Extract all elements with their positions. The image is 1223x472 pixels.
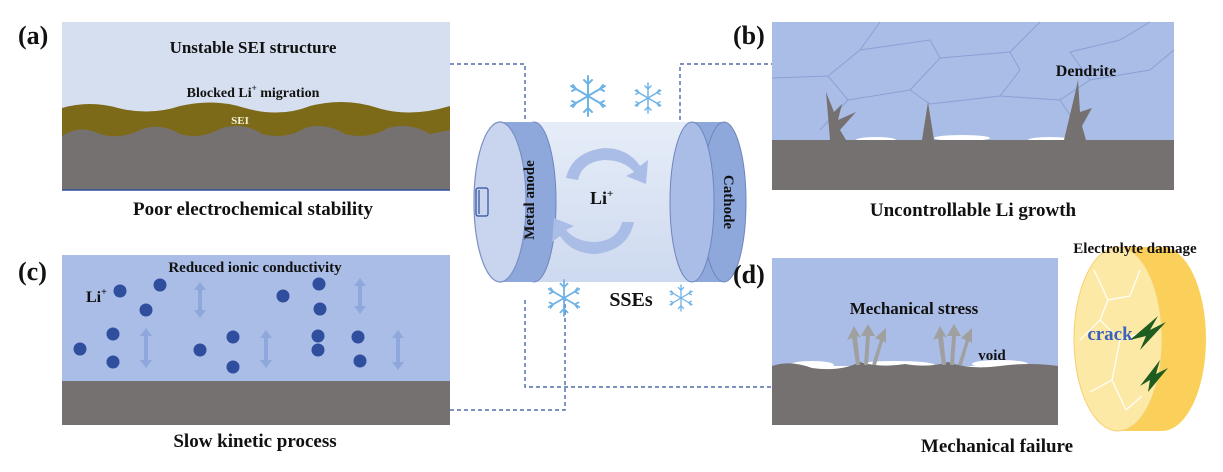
snowflake-icon bbox=[634, 82, 662, 114]
sse-label: SSEs bbox=[609, 289, 653, 311]
lithium-metal-c bbox=[62, 381, 450, 425]
crack-label: crack bbox=[1087, 324, 1133, 345]
connector-d bbox=[524, 300, 772, 388]
panel-c-background bbox=[62, 255, 450, 381]
li-ion bbox=[351, 330, 365, 344]
crack-bolt-1 bbox=[1130, 316, 1166, 350]
li-ion bbox=[312, 277, 326, 291]
stress-label: Mechanical stress bbox=[850, 299, 979, 318]
panel-c-caption: Slow kinetic process bbox=[173, 431, 336, 452]
li-ion bbox=[106, 355, 120, 369]
li-ion bbox=[226, 360, 240, 374]
lithium-ions bbox=[73, 277, 367, 374]
panel-c: (c) Reduced ionic conductivity Li+ bbox=[18, 255, 450, 452]
pellet-face bbox=[1073, 246, 1163, 432]
anode-cell-icon bbox=[475, 187, 489, 217]
anode-face bbox=[473, 121, 527, 283]
panel-d-background bbox=[772, 258, 1058, 366]
li-ion bbox=[313, 302, 327, 316]
anode-label: Metal anode bbox=[522, 160, 538, 240]
li-ion bbox=[311, 343, 325, 357]
dendrite-3 bbox=[1064, 80, 1092, 140]
panel-a: (a) Unstable SEI structure Blocked Li+ m… bbox=[18, 21, 450, 220]
cathode-label: Cathode bbox=[720, 175, 736, 230]
panel-d: (d) Mechanical stress void Electrolyte d… bbox=[733, 241, 1206, 457]
panel-d-caption: Mechanical failure bbox=[921, 436, 1073, 457]
li-ion bbox=[106, 327, 120, 341]
stress-arrows bbox=[847, 324, 972, 365]
lithium-metal-d bbox=[772, 362, 1058, 425]
panel-a-tag: (a) bbox=[18, 21, 48, 50]
dendrite-label: Dendrite bbox=[1056, 63, 1116, 80]
ion-motion-arrows bbox=[140, 278, 404, 370]
li-ion bbox=[193, 343, 207, 357]
snowflake-icon bbox=[570, 75, 606, 117]
connector-c bbox=[450, 300, 566, 411]
dendrite-1 bbox=[826, 92, 856, 140]
center-ion-label: Li+ bbox=[590, 188, 613, 208]
electrolyte-pellet bbox=[1073, 246, 1206, 432]
connector-a bbox=[450, 63, 526, 125]
panel-d-tag: (d) bbox=[733, 260, 765, 289]
dendrite-4 bbox=[932, 150, 944, 156]
li-ion bbox=[311, 329, 325, 343]
panel-b: (b) Dendrite Uncontrollable Li growth bbox=[733, 21, 1175, 221]
cycle-arrow-top bbox=[566, 148, 648, 184]
li-ion bbox=[73, 342, 87, 356]
panel-b-tag: (b) bbox=[733, 21, 765, 50]
panel-c-tag: (c) bbox=[18, 257, 47, 286]
cathode-inner-edge bbox=[669, 121, 715, 283]
lithium-metal-a bbox=[62, 126, 450, 190]
lithium-metal-b bbox=[772, 140, 1174, 190]
cycle-arrows bbox=[552, 148, 648, 254]
sei-label: SEI bbox=[231, 115, 249, 127]
center-battery: Metal anode Cathode Li+ SSEs bbox=[473, 121, 747, 311]
li-ion bbox=[139, 303, 153, 317]
panel-b-caption: Uncontrollable Li growth bbox=[870, 200, 1077, 221]
cycle-arrow-bottom bbox=[552, 218, 634, 254]
li-ion bbox=[276, 289, 290, 303]
li-ion bbox=[113, 284, 127, 298]
crack-bolt-2 bbox=[1140, 360, 1168, 392]
connector-b bbox=[679, 63, 772, 120]
li-ion bbox=[353, 354, 367, 368]
li-ion bbox=[226, 330, 240, 344]
snowflake-icon bbox=[669, 284, 693, 312]
panel-a-middle-text: Blocked Li+ migration bbox=[187, 83, 320, 101]
panel-c-ion-label: Li+ bbox=[86, 287, 107, 306]
dendrites bbox=[826, 80, 1092, 156]
panel-c-top-text: Reduced ionic conductivity bbox=[168, 260, 342, 276]
void-label: void bbox=[978, 348, 1006, 364]
dendrite-2 bbox=[922, 102, 934, 140]
li-ion bbox=[153, 278, 167, 292]
dashed-connectors bbox=[450, 63, 772, 411]
panel-a-top-text: Unstable SEI structure bbox=[170, 38, 337, 57]
panel-a-caption: Poor electrochemical stability bbox=[133, 199, 373, 220]
snowflake-icon bbox=[547, 279, 581, 317]
snowflake-icons bbox=[547, 75, 693, 317]
damage-label: Electrolyte damage bbox=[1073, 241, 1197, 257]
